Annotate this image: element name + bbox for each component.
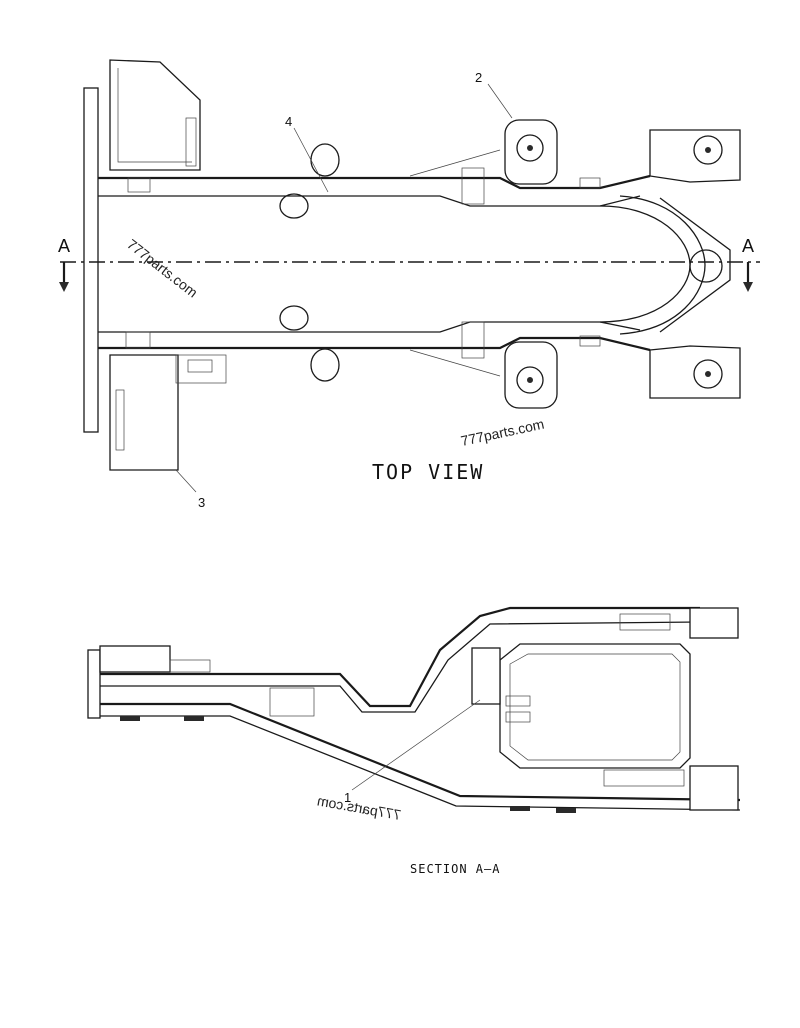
left-plate <box>83 87 99 433</box>
u-frame-inner <box>599 205 691 323</box>
callout-4: 4 <box>285 114 292 129</box>
section-bracket <box>471 647 501 705</box>
top-view-title: TOP VIEW <box>372 460 484 484</box>
upper-left-box <box>109 59 201 171</box>
lower-pivot-block <box>504 341 558 409</box>
lower-rail <box>98 336 651 352</box>
section-view-frame <box>87 606 741 813</box>
lower-right-arm <box>649 345 741 399</box>
section-top-block <box>99 645 171 673</box>
leader-2 <box>487 83 513 119</box>
section-right-bottom-block <box>689 765 739 811</box>
section-left-plate <box>87 649 101 719</box>
section-inner-loop <box>499 643 691 769</box>
leader-1 <box>351 699 481 791</box>
section-right-top-block <box>689 607 739 639</box>
section-marker-right: A <box>742 236 754 256</box>
lower-left-box <box>109 354 179 471</box>
leader-4 <box>293 127 329 193</box>
section-upper-beam <box>100 606 700 708</box>
section-marker-left: A <box>58 236 70 256</box>
callout-2: 2 <box>475 70 482 85</box>
callout-3: 3 <box>198 495 205 510</box>
upper-pivot-block <box>504 119 558 185</box>
section-title: SECTION A—A <box>410 862 500 876</box>
watermark-3: 777parts.com <box>316 792 402 822</box>
section-lower-beam <box>100 702 741 802</box>
watermark-2: 777parts.com <box>459 416 545 449</box>
leader-3 <box>175 469 197 493</box>
watermark-1: 777parts.com <box>124 236 201 301</box>
upper-rail <box>98 174 651 190</box>
callout-1: 1 <box>344 790 351 805</box>
top-view-frame <box>59 59 760 471</box>
